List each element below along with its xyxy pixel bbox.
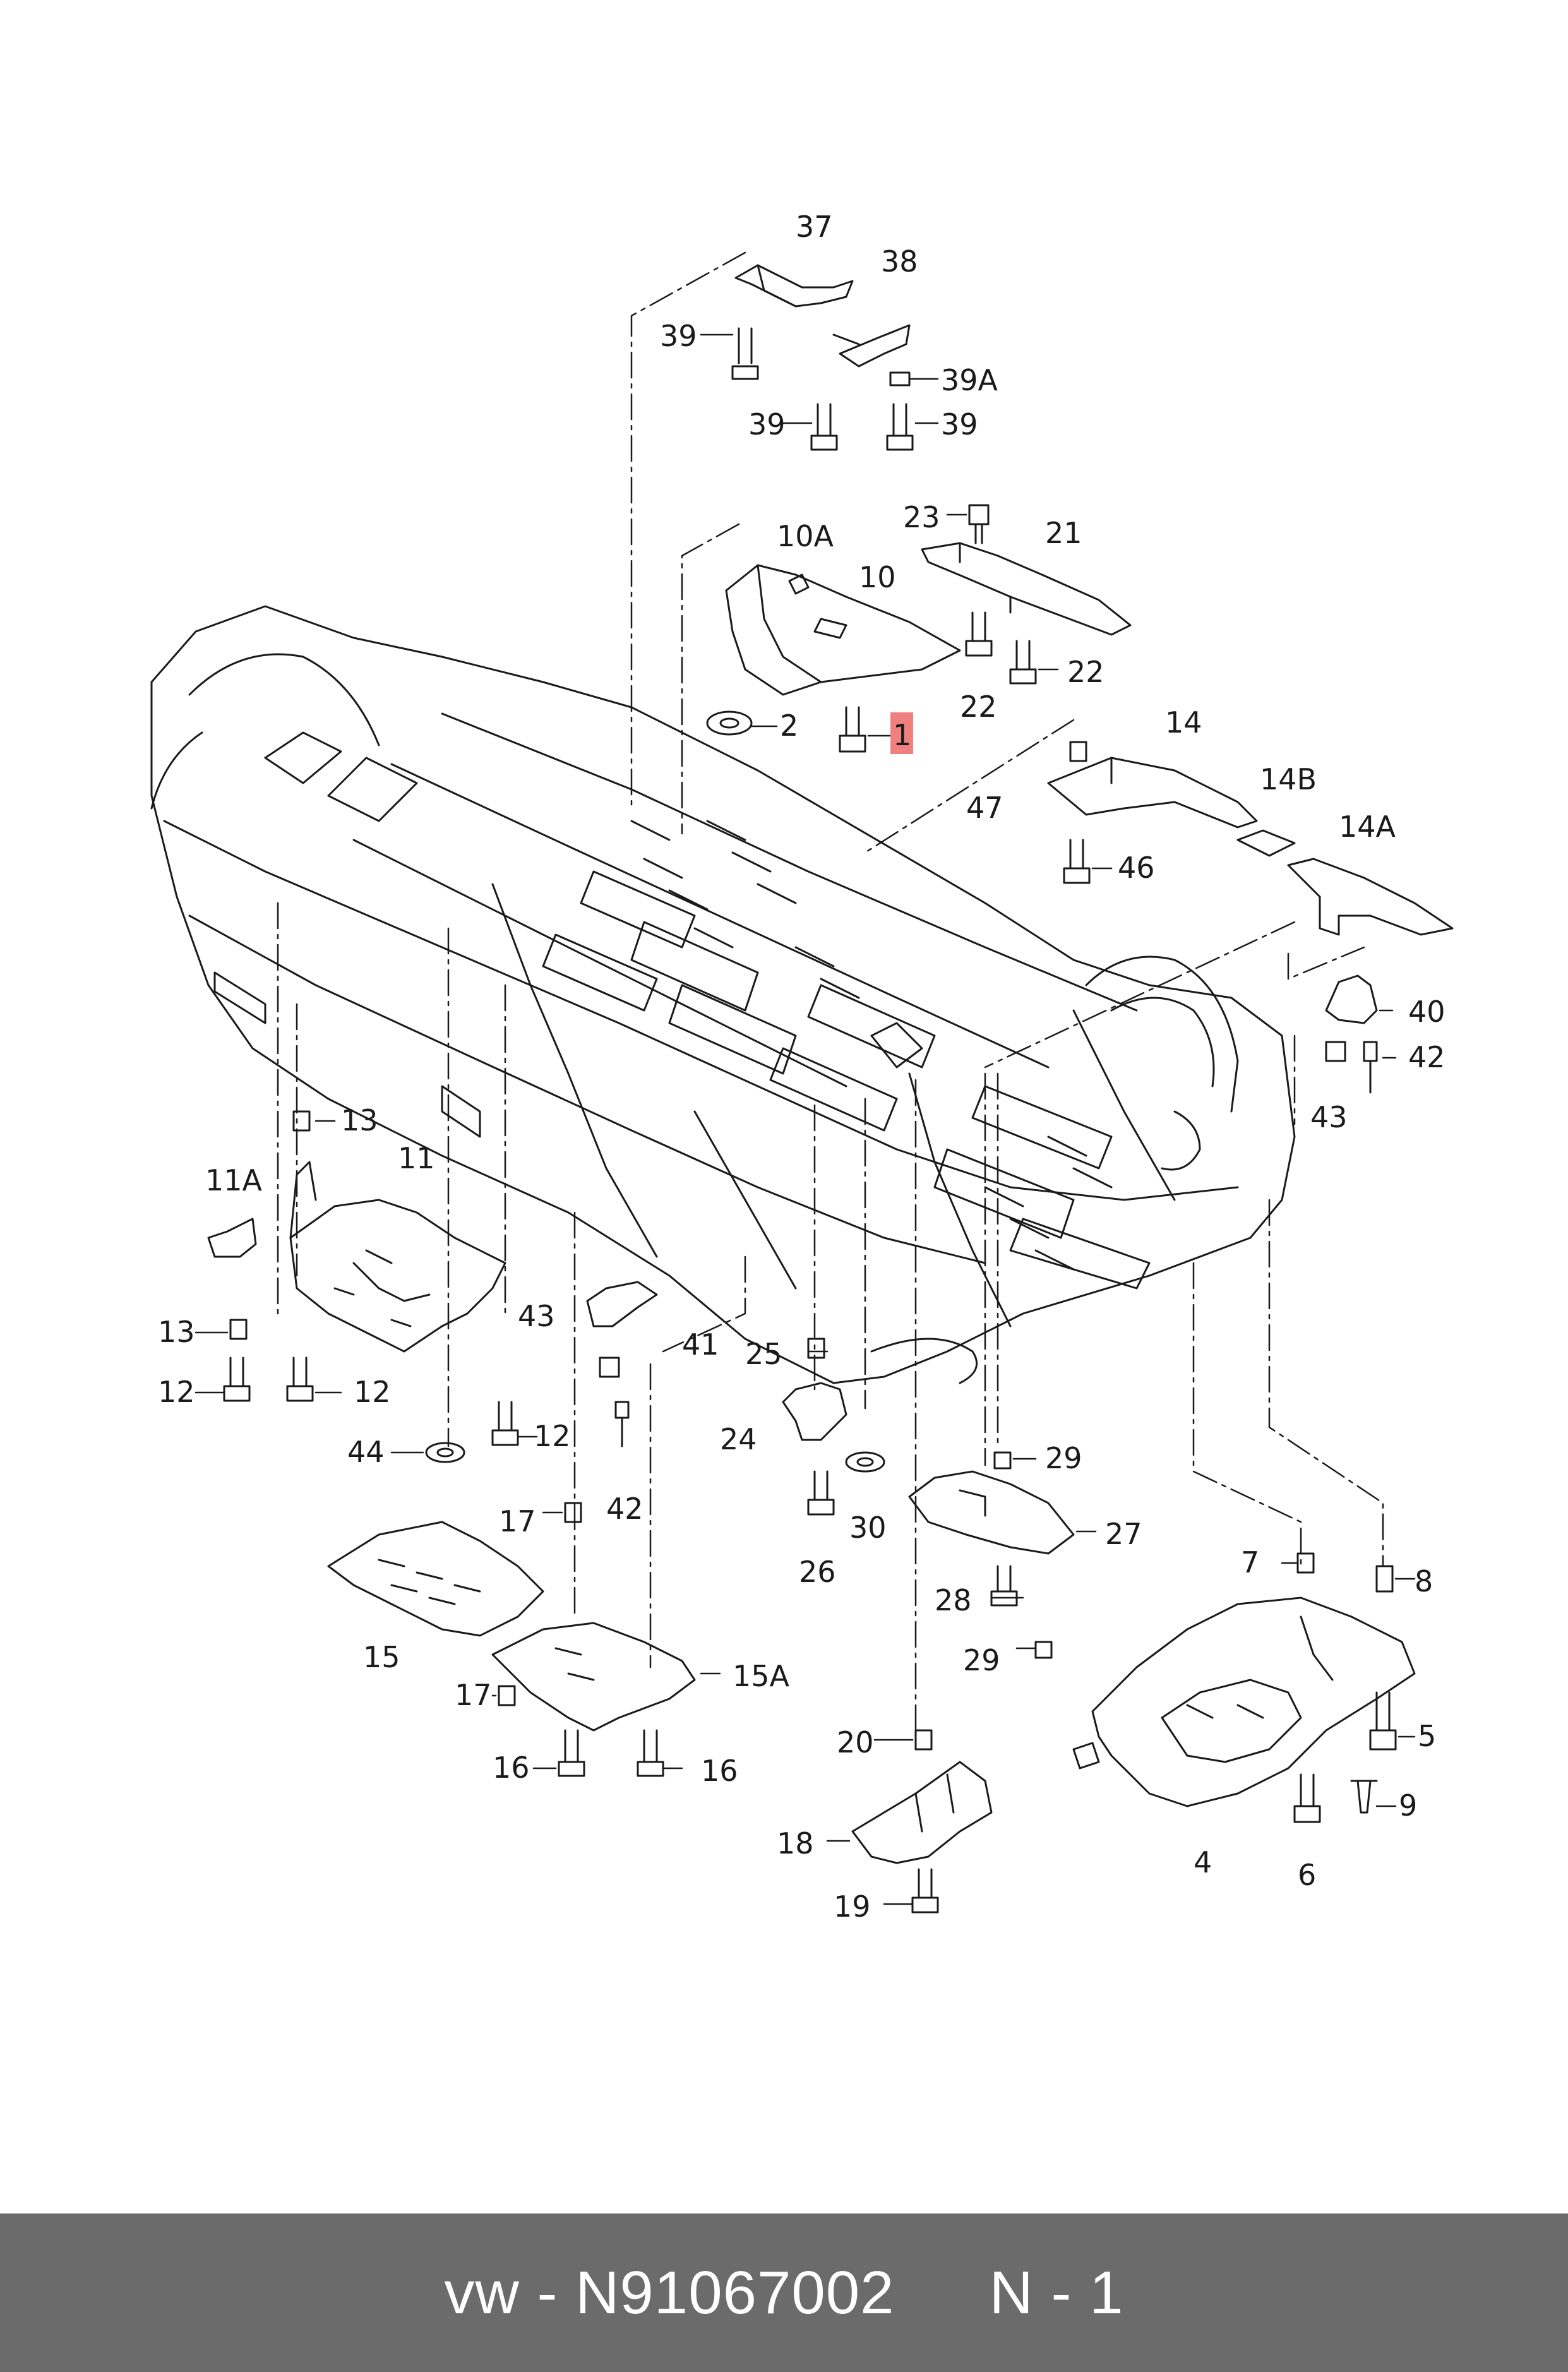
fasteners-5-6-7-8-9 [1293, 1552, 1397, 1823]
callout-26: 26 [799, 1555, 836, 1589]
part-11-shield [289, 1161, 506, 1353]
part-10-shield [725, 564, 961, 696]
leader-lines [277, 251, 1384, 1744]
callout-14B: 14B [1260, 762, 1317, 796]
callout-14A: 14A [1339, 810, 1396, 844]
fasteners-16-17 [498, 1502, 664, 1777]
dash-separator: - [519, 2258, 576, 2327]
callout-29b: 29 [963, 1643, 1000, 1677]
callout-23: 23 [903, 500, 940, 534]
callout-10A: 10A [777, 519, 834, 553]
callout-47: 47 [966, 791, 1003, 825]
callout-22a: 22 [960, 690, 997, 724]
fasteners-25-26-30 [807, 1338, 885, 1516]
part-number-footer: vw - N91067002 N - 1 [0, 2213, 1568, 2372]
callout-24: 24 [720, 1422, 757, 1456]
bolt-1 [839, 706, 866, 753]
callout-39b: 39 [748, 407, 786, 441]
callout-13a: 13 [341, 1103, 378, 1137]
callout-28: 28 [935, 1583, 972, 1617]
part-15-panel [327, 1521, 544, 1637]
part-38-bracket [832, 324, 911, 368]
part-4-shield [1072, 1596, 1416, 1807]
callout-6: 6 [1298, 1858, 1316, 1892]
fasteners-22-23 [965, 504, 1037, 685]
callout-39A: 39A [941, 363, 998, 397]
callout-21: 21 [1045, 516, 1082, 550]
callout-19: 19 [834, 1890, 871, 1924]
fasteners-28-29 [990, 1451, 1053, 1659]
callout-20: 20 [837, 1725, 874, 1759]
part-18-bracket [851, 1761, 993, 1864]
part-14B-plate [1236, 829, 1296, 857]
callout-12a: 12 [158, 1375, 195, 1409]
callout-1: 1 [893, 718, 911, 752]
callout-43a: 43 [1310, 1100, 1348, 1134]
fasteners-12-13-44 [223, 1110, 519, 1463]
callout-40: 40 [1408, 995, 1445, 1029]
callout-46: 46 [1118, 851, 1155, 885]
callout-labels: 1 2 4 5 6 7 8 9 10 10A 11 11A 12 12 12 1… [158, 210, 1445, 1924]
callout-39c: 39 [941, 407, 978, 441]
callout-8: 8 [1415, 1564, 1433, 1598]
callout-22b: 22 [1067, 655, 1104, 689]
callout-2: 2 [780, 709, 798, 743]
part-15A-panel [491, 1622, 696, 1732]
part-number-text: N91067002 [575, 2258, 895, 2327]
callout-29a: 29 [1045, 1441, 1082, 1475]
callout-17a: 17 [499, 1504, 536, 1538]
callout-25: 25 [745, 1337, 782, 1371]
callout-30: 30 [849, 1511, 887, 1545]
callout-15A: 15A [733, 1659, 790, 1693]
fasteners-46-47 [1063, 741, 1091, 884]
part-41-bracket [586, 1281, 658, 1327]
callout-15: 15 [363, 1640, 400, 1674]
callout-11: 11 [398, 1141, 435, 1175]
highlight-box [890, 712, 913, 754]
label-ticks [195, 333, 1416, 1905]
bolt-39-group [731, 327, 914, 451]
callout-38: 38 [881, 244, 918, 279]
callout-41: 41 [682, 1327, 719, 1362]
callout-17b: 17 [455, 1678, 492, 1712]
callout-37: 37 [796, 210, 833, 244]
callout-16a: 16 [493, 1751, 530, 1785]
callout-12b: 12 [354, 1375, 391, 1409]
callout-42b: 42 [606, 1492, 643, 1526]
callout-13b: 13 [158, 1315, 195, 1349]
washer-2 [706, 710, 753, 736]
callout-18: 18 [777, 1826, 814, 1860]
callout-43b: 43 [518, 1299, 555, 1333]
fasteners-19-20 [911, 1729, 939, 1914]
clips-42-43-left [599, 1357, 630, 1447]
callout-11A: 11A [205, 1163, 263, 1197]
part-27-panel [908, 1470, 1075, 1555]
callout-39a: 39 [660, 319, 697, 353]
callout-4: 4 [1194, 1845, 1212, 1879]
part-40-bracket [1325, 974, 1378, 1024]
part-37-bracket [734, 264, 854, 308]
position-text: N - 1 [989, 2258, 1124, 2327]
clips-42-43-right [1325, 1041, 1378, 1094]
callout-42a: 42 [1408, 1040, 1445, 1074]
brand-text: vw [444, 2258, 520, 2327]
callout-12c: 12 [534, 1419, 571, 1453]
callout-27: 27 [1105, 1517, 1142, 1551]
exploded-parts-diagram: 1 2 4 5 6 7 8 9 10 10A 11 11A 12 12 12 1… [150, 210, 1454, 1924]
callout-44: 44 [347, 1435, 385, 1469]
part-21-panel [921, 542, 1132, 636]
callout-14: 14 [1165, 705, 1202, 740]
part-14A-rail [1287, 858, 1454, 936]
callout-16b: 16 [701, 1754, 738, 1788]
underbody-floor-assembly [150, 605, 1296, 1384]
callout-5: 5 [1418, 1719, 1436, 1753]
part-24-bracket [782, 1382, 847, 1441]
callout-7: 7 [1241, 1545, 1259, 1579]
callout-9: 9 [1399, 1788, 1417, 1823]
part-14-rail [1047, 757, 1258, 829]
callout-10: 10 [859, 560, 896, 594]
part-11A-bracket [207, 1218, 257, 1258]
